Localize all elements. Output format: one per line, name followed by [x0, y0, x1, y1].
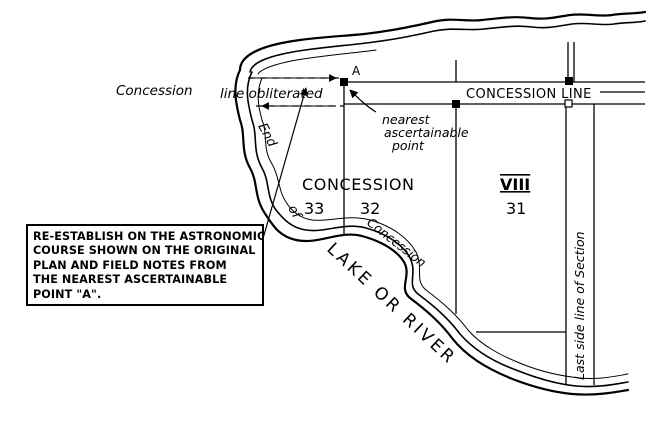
monument-32: [452, 100, 460, 108]
callout-box: RE-ESTABLISH ON THE ASTRONOMIC COURSE SH…: [26, 224, 264, 306]
last-side-line-label: Last side line of Section: [572, 231, 587, 380]
callout-line-3: PLAN AND FIELD NOTES FROM: [33, 258, 227, 272]
lot-32-label: 32: [360, 199, 380, 218]
top-shoreline: [238, 10, 647, 75]
nearest-label-1: nearest: [382, 112, 431, 127]
end-label: End: [254, 121, 279, 151]
nearest-label-2: ascertainable: [384, 125, 469, 140]
of-label: of: [284, 203, 304, 223]
lot-33-label: 33: [304, 199, 324, 218]
callout-line-2: COURSE SHOWN ON THE ORIGINAL: [33, 244, 256, 258]
point-a-label: A: [352, 64, 361, 78]
re-establish-arrow: [261, 87, 308, 243]
roman-numeral-label: VIII: [500, 175, 530, 194]
lot-31-label: 31: [506, 199, 526, 218]
arrows: [252, 74, 377, 243]
concession-curved-label: Concession: [364, 215, 429, 271]
callout-line-5: POINT "A".: [33, 287, 102, 301]
monument-31-top: [565, 77, 573, 85]
nearest-label-3: point: [391, 138, 425, 153]
monuments: [340, 77, 573, 108]
monument-31-bottom: [564, 99, 573, 108]
lower-shoreline: [234, 68, 630, 396]
callout-line-4: THE NEAREST ASCERTAINABLE: [33, 273, 228, 287]
concession-line-label: CONCESSION LINE: [466, 87, 592, 102]
lake-or-river-label: LAKE OR RIVER: [323, 239, 461, 369]
concession-title: CONCESSION: [302, 175, 415, 194]
nearest-point-arrow: [349, 89, 377, 113]
point-a-monument: [340, 78, 348, 86]
concession-left-label: Concession: [116, 83, 193, 99]
callout-line-1: RE-ESTABLISH ON THE ASTRONOMIC: [33, 230, 264, 243]
line-obliterated-label: line obliterated: [220, 86, 323, 102]
